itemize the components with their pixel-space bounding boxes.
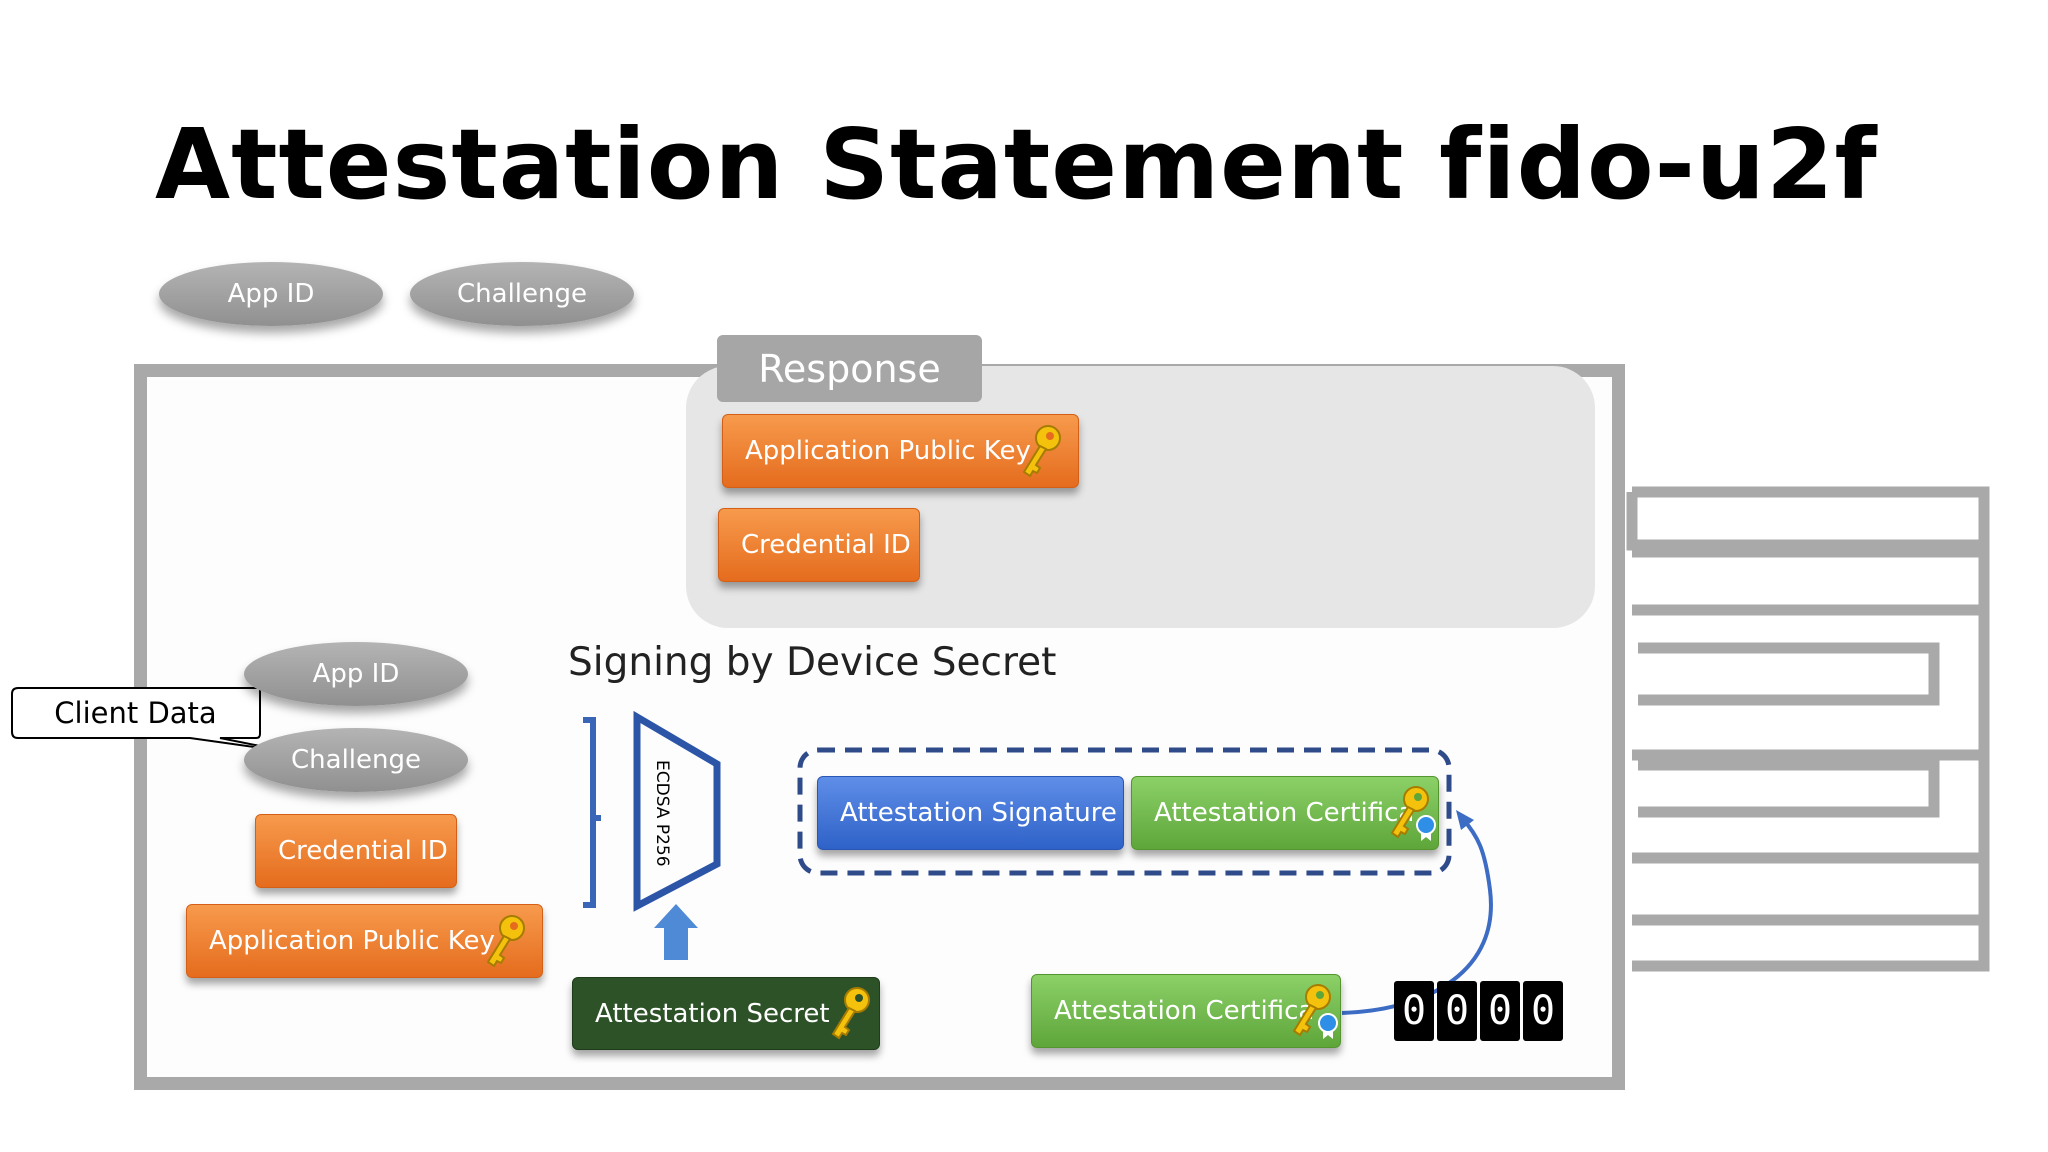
attestation-certificate-label: Attestation Certifica — [1154, 798, 1415, 828]
counter-digit: 0 — [1523, 981, 1563, 1041]
credential-id-label: Credential ID — [278, 836, 448, 866]
top-app-id-oval: App ID — [159, 262, 383, 326]
key-icon — [1022, 425, 1061, 478]
app-id-oval: App ID — [244, 642, 468, 706]
attestation-certificate-box: Attestation Certifica — [1131, 776, 1439, 850]
attestation-secret-box: Attestation Secret — [572, 977, 880, 1050]
attestation-signature-box: Attestation Signature — [817, 776, 1124, 850]
key-icon — [1390, 786, 1436, 841]
counter-digit: 0 — [1480, 981, 1520, 1041]
counter-digit: 0 — [1394, 981, 1434, 1041]
challenge-label: Challenge — [291, 745, 421, 775]
challenge-oval: Challenge — [244, 728, 468, 792]
response-application-public-key-label: Application Public Key — [745, 436, 1031, 466]
response-label: Response — [758, 346, 941, 391]
signing-label: Signing by Device Secret — [568, 640, 1057, 685]
device-attestation-certificate-label: Attestation Certifica — [1054, 996, 1315, 1026]
credential-id-box: Credential ID — [255, 814, 457, 888]
top-challenge-oval: Challenge — [410, 262, 634, 326]
key-icon — [831, 987, 870, 1040]
page-title: Attestation Statement fido-u2f — [155, 108, 1878, 221]
certificate-ribbon-icon — [1416, 815, 1436, 835]
response-credential-id-label: Credential ID — [741, 530, 911, 560]
key-icon — [1292, 984, 1338, 1039]
response-panel — [686, 366, 1595, 628]
key-icon — [486, 915, 525, 968]
counter-digit: 0 — [1437, 981, 1477, 1041]
top-app-id-label: App ID — [227, 279, 315, 309]
application-public-key-box: Application Public Key — [186, 904, 543, 978]
response-application-public-key-box: Application Public Key — [722, 414, 1079, 488]
application-public-key-label: Application Public Key — [209, 926, 495, 956]
device-connector — [1626, 486, 1990, 972]
response-credential-id-box: Credential ID — [718, 508, 920, 582]
certificate-ribbon-icon — [1318, 1013, 1338, 1033]
app-id-label: App ID — [312, 659, 400, 689]
client-data-callout: Client Data — [54, 696, 217, 730]
ecdsa-algorithm-label: ECDSA P256 — [652, 760, 672, 867]
attestation-secret-label: Attestation Secret — [595, 998, 830, 1029]
response-tab: Response — [717, 335, 982, 402]
device-attestation-certificate-box: Attestation Certifica — [1031, 974, 1341, 1048]
top-challenge-label: Challenge — [457, 279, 587, 309]
attestation-signature-label: Attestation Signature — [840, 798, 1117, 828]
